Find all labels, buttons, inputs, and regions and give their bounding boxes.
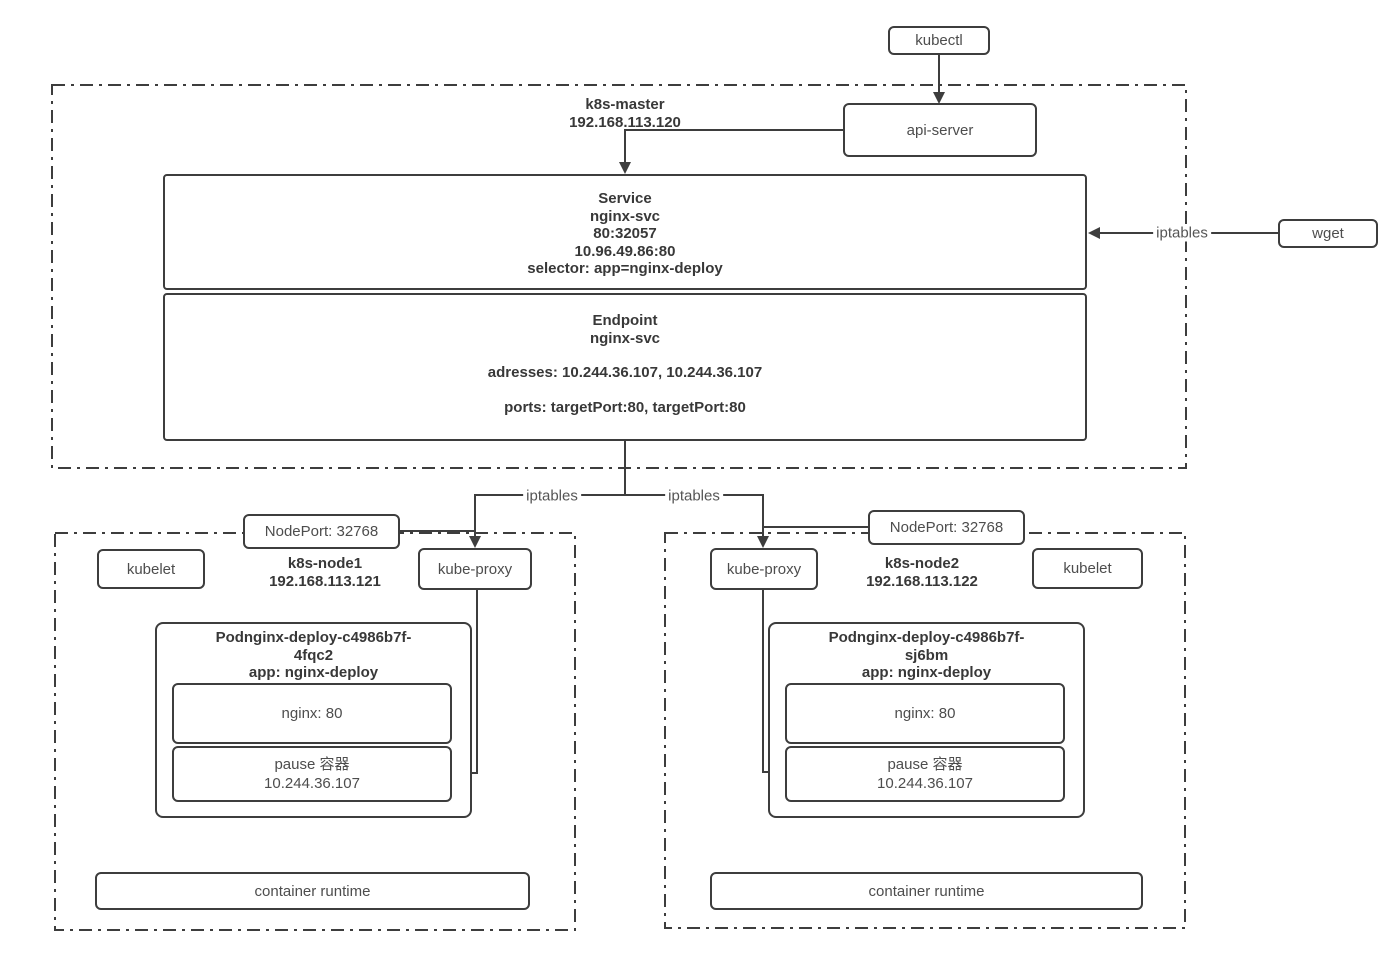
arrowhead-kubeproxy2 bbox=[757, 536, 769, 548]
service-box: Service nginx-svc 80:32057 10.96.49.86:8… bbox=[163, 174, 1087, 290]
nginx-container-box-node2: nginx: 80 bbox=[785, 683, 1065, 744]
pause1-line1: pause 容器 bbox=[274, 756, 350, 773]
nginx-label-node1: nginx: 80 bbox=[281, 705, 343, 722]
iptables-label-node1: iptables bbox=[523, 487, 581, 505]
connector-apiserver-service bbox=[624, 129, 843, 164]
nginx-label-node2: nginx: 80 bbox=[894, 705, 956, 722]
kube-proxy-label-node2: kube-proxy bbox=[726, 560, 802, 578]
pause2-line1: pause 容器 bbox=[887, 756, 963, 773]
node1-name: k8s-node1 bbox=[287, 555, 363, 572]
pause1-line2: 10.244.36.107 bbox=[264, 775, 360, 792]
nodeport-label-node2: NodePort: 32768 bbox=[889, 519, 1004, 536]
service-nodeport-mapping: 80:32057 bbox=[593, 225, 657, 242]
pod2-app-label: app: nginx-deploy bbox=[861, 664, 992, 681]
kubectl-label: kubectl bbox=[915, 32, 963, 49]
endpoint-title: Endpoint bbox=[592, 312, 658, 329]
arrowhead-service-top bbox=[619, 162, 631, 174]
master-zone-border bbox=[51, 84, 1187, 469]
master-ip: 192.168.113.120 bbox=[569, 114, 681, 131]
master-name: k8s-master bbox=[585, 96, 665, 113]
pod2-title-line2: sj6bm bbox=[904, 646, 949, 664]
nodeport-badge-node2: NodePort: 32768 bbox=[868, 510, 1025, 545]
arrowhead-apiserver bbox=[933, 92, 945, 104]
service-title: Service bbox=[598, 190, 652, 207]
node2-name: k8s-node2 bbox=[884, 555, 960, 572]
nodeport-badge-node1: NodePort: 32768 bbox=[243, 514, 400, 549]
kubelet-box-node1: kubelet bbox=[97, 549, 205, 589]
nodeport-label-node1: NodePort: 32768 bbox=[264, 523, 379, 540]
container-runtime-box-node1: container runtime bbox=[95, 872, 530, 910]
master-title: k8s-master 192.168.113.120 bbox=[525, 96, 725, 132]
pause-container-box-node1: pause 容器 10.244.36.107 bbox=[172, 746, 452, 802]
node2-title: k8s-node2 192.168.113.122 bbox=[822, 555, 1022, 591]
pod1-title-line2: 4fqc2 bbox=[293, 646, 334, 664]
container-runtime-label-node1: container runtime bbox=[254, 882, 371, 900]
service-cluster-ip: 10.96.49.86:80 bbox=[574, 242, 676, 260]
api-server-label: api-server bbox=[906, 121, 974, 139]
wget-label: wget bbox=[1312, 225, 1344, 242]
endpoint-addresses: adresses: 10.244.36.107, 10.244.36.107 bbox=[487, 364, 763, 381]
endpoint-name: nginx-svc bbox=[589, 329, 661, 347]
pause-container-box-node2: pause 容器 10.244.36.107 bbox=[785, 746, 1065, 802]
node2-ip: 192.168.113.122 bbox=[866, 573, 978, 590]
arrowhead-kubeproxy1 bbox=[469, 536, 481, 548]
nginx-container-box-node1: nginx: 80 bbox=[172, 683, 452, 744]
container-runtime-label-node2: container runtime bbox=[868, 882, 985, 900]
kube-proxy-box-node1: kube-proxy bbox=[418, 548, 532, 590]
kubelet-label-node1: kubelet bbox=[126, 560, 176, 578]
kube-proxy-box-node2: kube-proxy bbox=[710, 548, 818, 590]
api-server-box: api-server bbox=[843, 103, 1037, 157]
service-selector: selector: app=nginx-deploy bbox=[527, 260, 723, 277]
pod1-app-label: app: nginx-deploy bbox=[248, 664, 379, 681]
kube-proxy-label-node1: kube-proxy bbox=[437, 560, 513, 578]
pod1-title-line1: Podnginx-deploy-c4986b7f- bbox=[215, 629, 412, 646]
kubelet-label-node2: kubelet bbox=[1063, 560, 1112, 577]
node1-ip: 192.168.113.121 bbox=[269, 573, 381, 590]
arrowhead-service-right bbox=[1088, 227, 1100, 239]
wget-box: wget bbox=[1278, 219, 1378, 248]
pause2-line2: 10.244.36.107 bbox=[877, 775, 973, 792]
node1-title: k8s-node1 192.168.113.121 bbox=[225, 555, 425, 591]
iptables-label-wget: iptables bbox=[1153, 224, 1211, 242]
kubectl-box: kubectl bbox=[888, 26, 990, 55]
container-runtime-box-node2: container runtime bbox=[710, 872, 1143, 910]
pod2-title-line1: Podnginx-deploy-c4986b7f- bbox=[828, 629, 1025, 646]
service-name: nginx-svc bbox=[589, 207, 661, 225]
iptables-label-node2: iptables bbox=[665, 487, 723, 505]
endpoint-ports: ports: targetPort:80, targetPort:80 bbox=[504, 398, 746, 416]
kubelet-box-node2: kubelet bbox=[1032, 548, 1143, 589]
endpoint-box: Endpoint nginx-svc adresses: 10.244.36.1… bbox=[163, 293, 1087, 441]
